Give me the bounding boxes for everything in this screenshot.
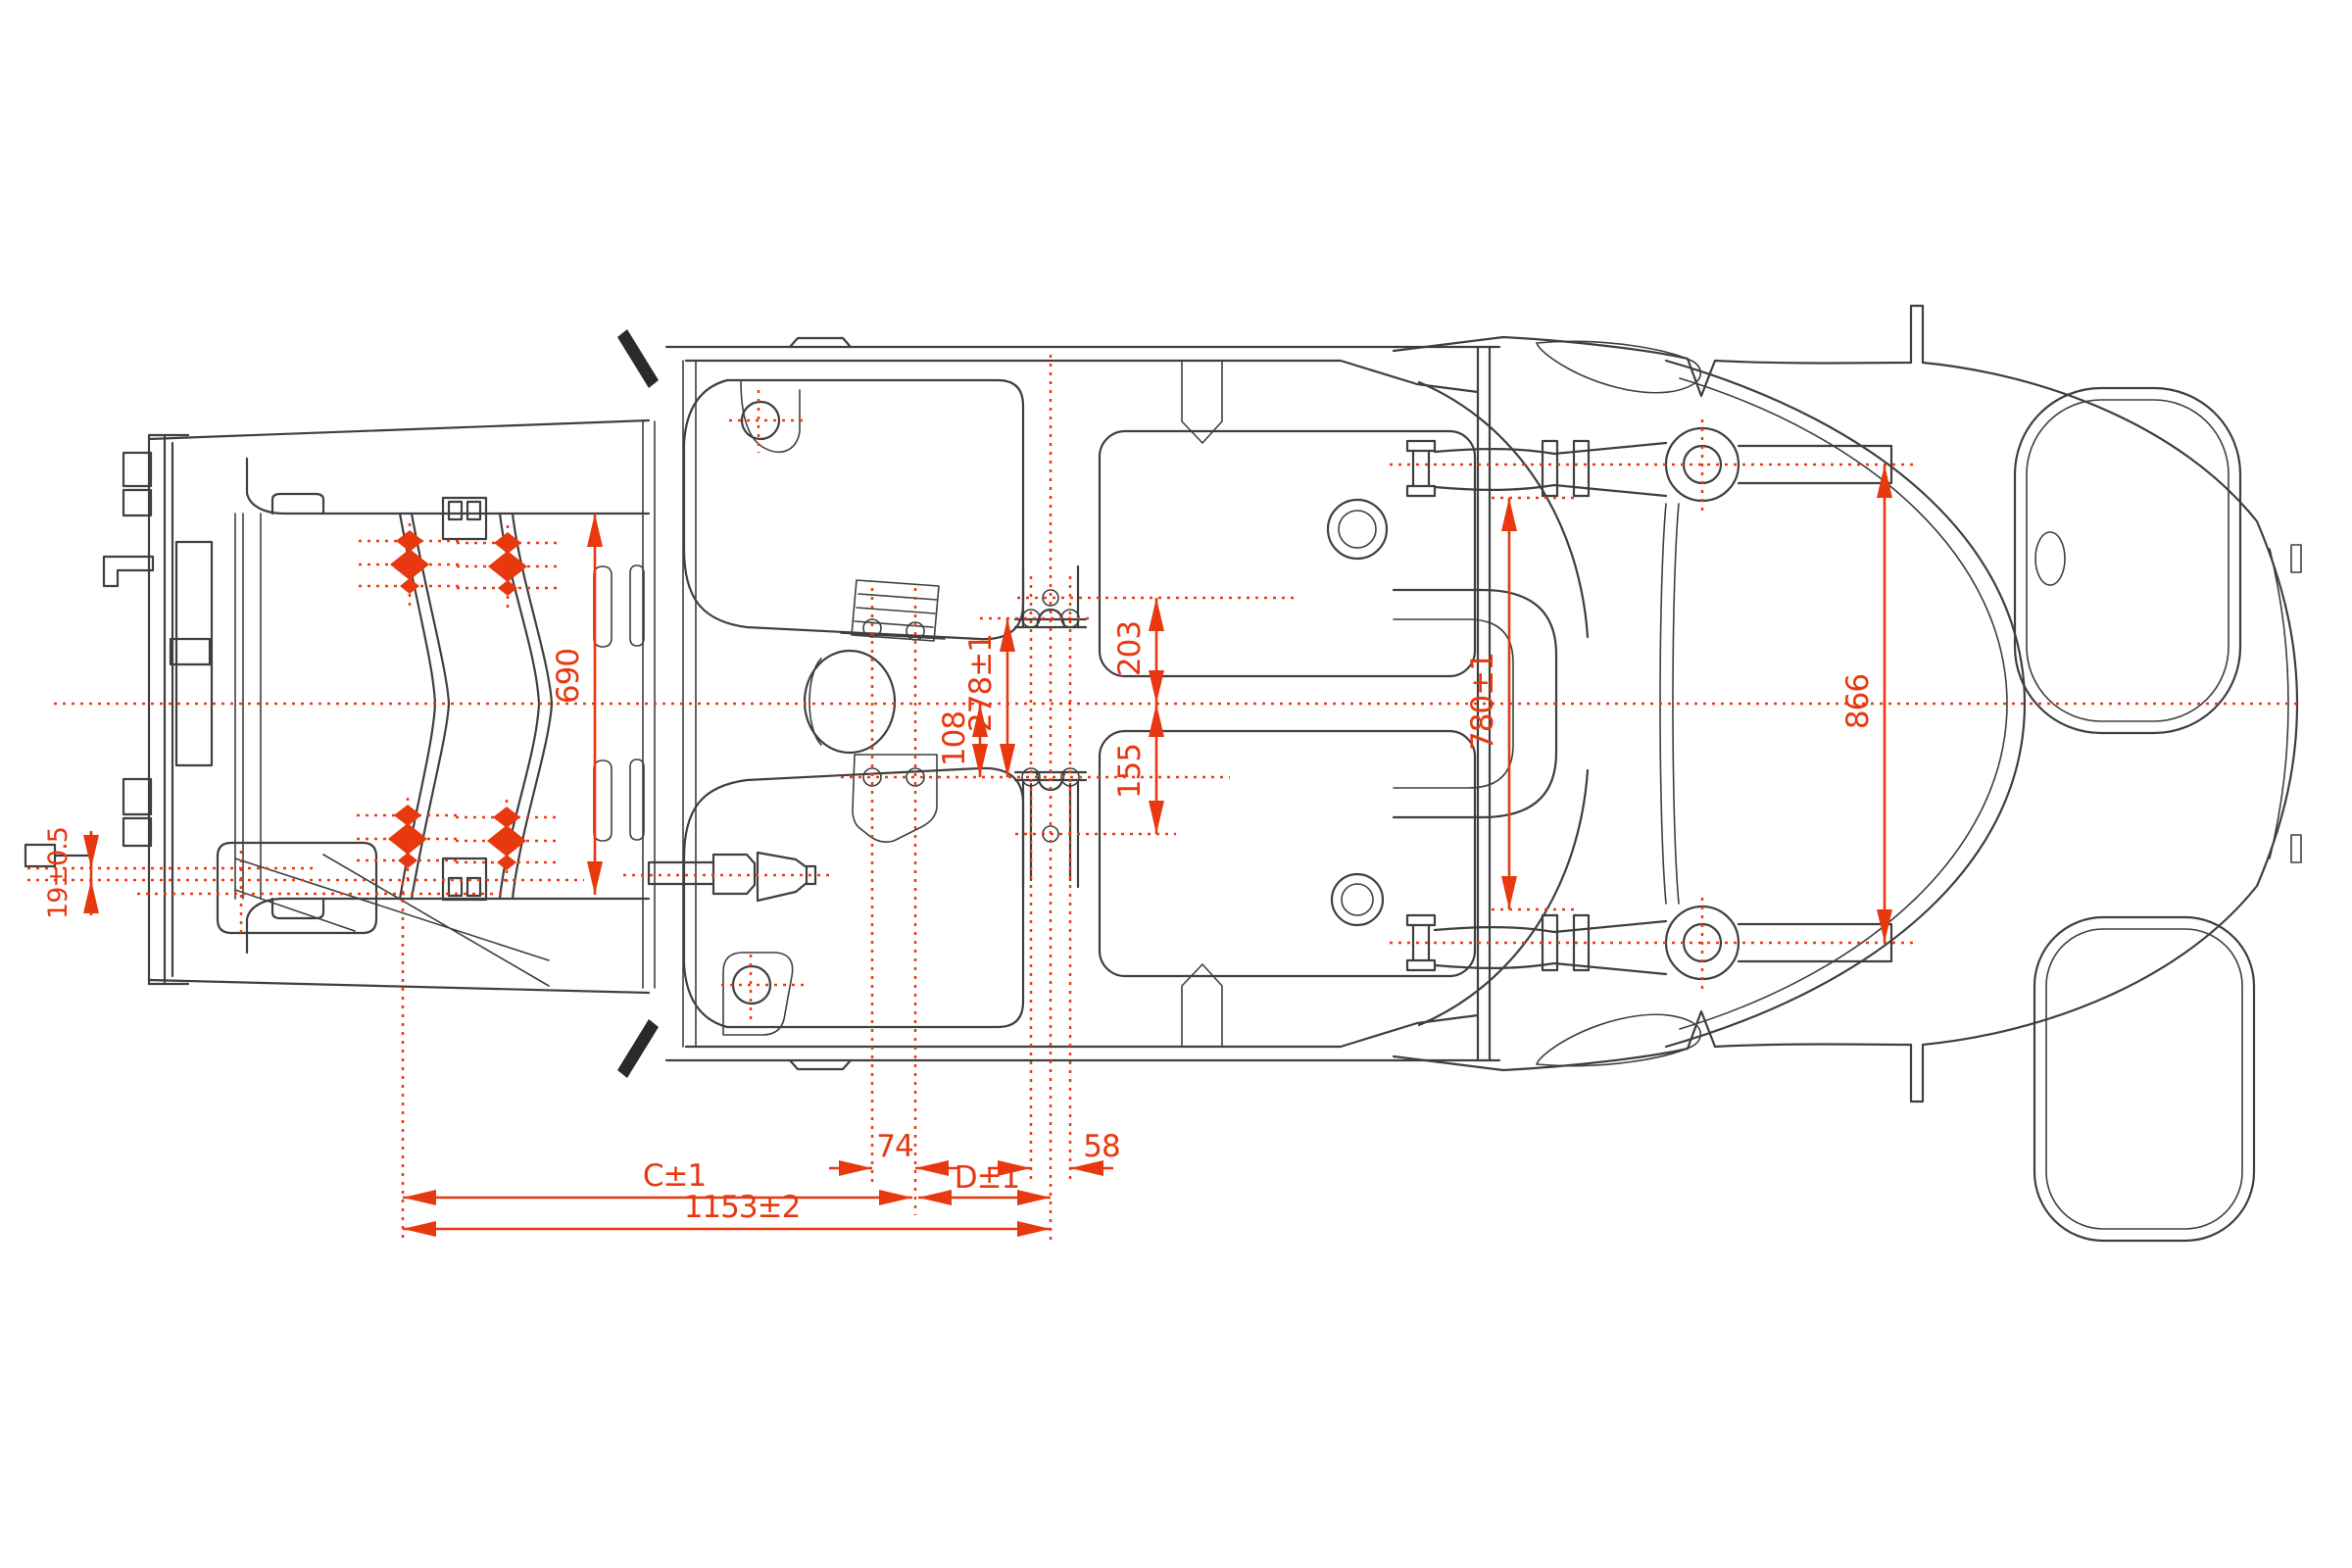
- weld-point-markers: [357, 523, 559, 886]
- dim-seat-rail-upper: 203: [1112, 621, 1148, 676]
- weld-marker-cluster: [359, 523, 461, 610]
- front-frame-assembly: [24, 418, 651, 995]
- dim-trailing-arm-span: 866: [1840, 674, 1876, 729]
- dim-left-flange-gap: 19±0.5: [43, 827, 74, 919]
- datum-lines: [27, 355, 2298, 1243]
- dim-front-bracket-hole-pitch: 74: [876, 1129, 912, 1164]
- rear-body-shell: [1392, 304, 2302, 1243]
- weld-marker-cluster: [457, 525, 559, 612]
- weld-marker-cluster: [357, 798, 459, 884]
- sill-cut-mark-bottom: [617, 1019, 659, 1078]
- dim-spring-plate-span: 780±1: [1465, 653, 1500, 751]
- dim-overall-length: 1153±2: [684, 1190, 801, 1225]
- dim-seat-rail-lower: 155: [1112, 744, 1148, 799]
- dim-tunnel-half-width: 108: [937, 711, 972, 766]
- dim-front-frame-width: 690: [551, 649, 586, 704]
- sill-cut-mark-top: [617, 329, 659, 388]
- dimension-annotations: 19±0.5 690 278±1 108 203 155 780±1 866 7…: [43, 465, 1892, 1237]
- weld-marker-cluster: [456, 800, 558, 886]
- dim-length-d: D±1: [955, 1160, 1020, 1196]
- dim-rear-bracket-hole-pitch: 58: [1083, 1129, 1119, 1164]
- floor-pan: [617, 329, 1501, 1078]
- dim-length-c: C±1: [643, 1158, 706, 1194]
